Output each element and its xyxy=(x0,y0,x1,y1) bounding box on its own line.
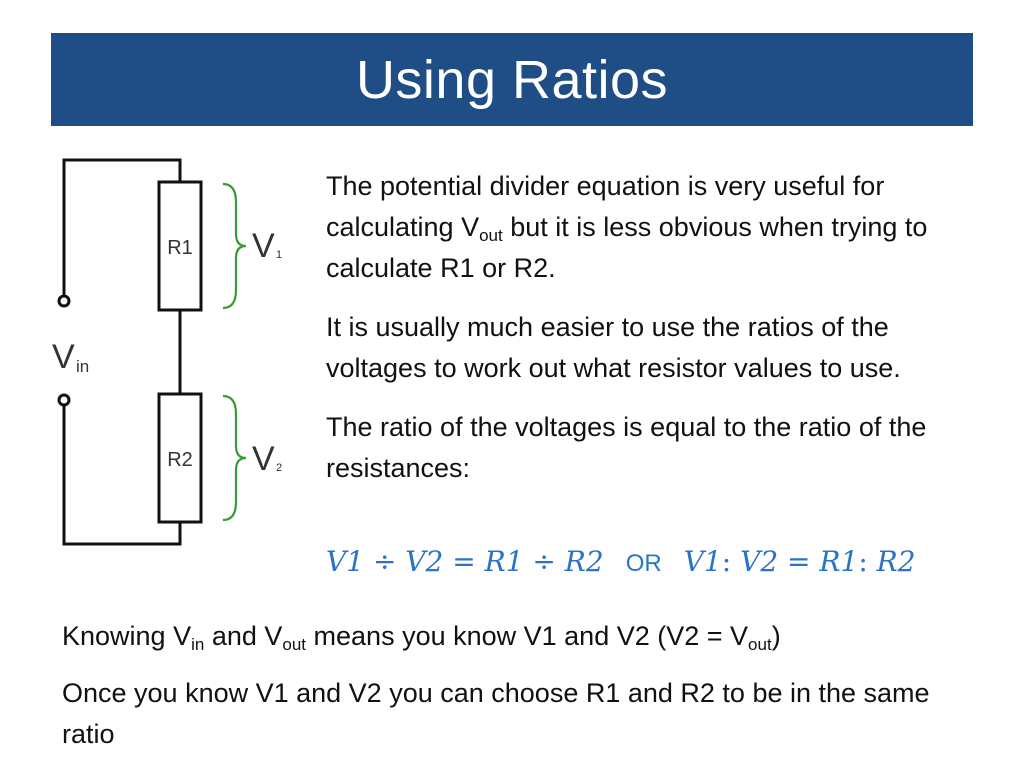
v1-label: V xyxy=(252,227,275,265)
summary-text: Knowing Vin and Vout means you know V1 a… xyxy=(62,616,982,771)
vin-label: V xyxy=(52,338,75,376)
explanation-text: The potential divider equation is very u… xyxy=(326,166,966,507)
eq-right-v1: V1 xyxy=(683,545,722,578)
page-title: Using Ratios xyxy=(355,49,669,110)
ratio-equation: V1 ÷ V2 = R1 ÷ R2 OR V1: V2 = R1: R2 xyxy=(326,545,916,578)
bottom-paragraph-2: Once you know V1 and V2 you can choose R… xyxy=(62,678,930,749)
eq-right-v2: V2 xyxy=(740,545,779,578)
eq-right-colon: : xyxy=(721,545,741,578)
eq-left-r1: R1 xyxy=(484,545,524,578)
vin-subscript: in xyxy=(76,357,89,376)
eq-left-equals: = xyxy=(443,545,485,578)
r2-label: R2 xyxy=(167,449,193,471)
resistor-r1 xyxy=(157,180,203,312)
v2-subscript: 2 xyxy=(276,462,282,474)
eq-left-v2: V2 xyxy=(405,545,444,578)
eq-right-r1: R1 xyxy=(819,545,859,578)
eq-left-divide: ÷ xyxy=(364,545,406,578)
eq-or: OR xyxy=(625,550,662,577)
potential-divider-diagram: R1 R2 V 1 V 2 V in xyxy=(52,158,282,546)
paragraph-3: The ratio of the voltages is equal to th… xyxy=(326,412,927,483)
bottom-wire xyxy=(62,404,182,546)
eq-right-r2: R2 xyxy=(876,545,916,578)
v1-subscript: 1 xyxy=(276,249,282,261)
resistor-r2 xyxy=(157,392,203,524)
brace-v2 xyxy=(222,394,247,522)
title-bar: Using Ratios xyxy=(51,33,973,126)
top-wire xyxy=(62,158,182,297)
terminal-bottom xyxy=(57,393,71,407)
v2-label: V xyxy=(252,440,275,478)
terminal-top xyxy=(57,294,71,308)
paragraph-2: It is usually much easier to use the rat… xyxy=(326,312,901,383)
paragraph-1: The potential divider equation is very u… xyxy=(326,171,928,283)
eq-left-r2: R2 xyxy=(564,545,604,578)
r1-label: R1 xyxy=(167,237,193,259)
eq-left-v1: V1 xyxy=(326,545,365,578)
eq-left-divide-2: ÷ xyxy=(523,545,565,578)
bottom-paragraph-1: Knowing Vin and Vout means you know V1 a… xyxy=(62,621,781,654)
eq-right-colon-2: : xyxy=(858,545,877,578)
eq-right-equals: = xyxy=(778,545,820,578)
brace-v1 xyxy=(222,182,247,310)
